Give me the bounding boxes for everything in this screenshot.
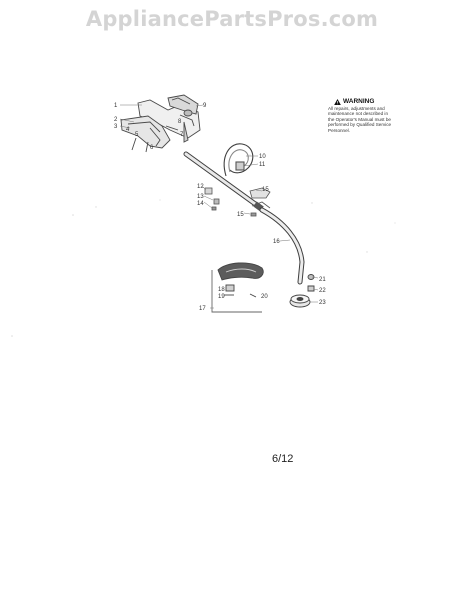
callout-18: 18 [218, 287, 225, 293]
engine-handle-assembly [120, 94, 201, 153]
callout-13: 13 [197, 194, 204, 200]
warning-line: Personnel. [328, 127, 350, 133]
callout-11: 11 [259, 162, 266, 168]
callout-22: 22 [319, 288, 326, 294]
callout-2: 2 [114, 117, 118, 123]
warning-line: performed by Qualified Service [328, 122, 392, 128]
callout-6: 6 [150, 145, 154, 151]
small-hardware [204, 187, 271, 217]
warning-triangle-icon [334, 98, 341, 105]
callout-15a: 15 [262, 187, 269, 193]
callout-7: 7 [180, 132, 184, 138]
callout-9: 9 [203, 103, 207, 109]
callout-17: 17 [199, 306, 206, 312]
lower-curved-shaft [259, 207, 305, 285]
trimmer-head [289, 274, 315, 308]
warning-body: All repairs, adjustments and maintenance… [328, 106, 392, 133]
callout-1: 1 [114, 103, 118, 109]
callout-20: 20 [261, 294, 268, 300]
callout-19: 19 [218, 294, 225, 300]
callout-12: 12 [197, 184, 204, 190]
warning-line: maintenance not described in [328, 111, 389, 117]
callout-14: 14 [197, 201, 204, 207]
warning-line: All repairs, adjustments and [328, 106, 385, 111]
guard-assembly [211, 262, 264, 313]
callout-labels: 1 9 2 3 4 5 6 7 8 10 11 12 13 14 15 15 1… [114, 103, 326, 312]
callout-8: 8 [178, 119, 182, 125]
callout-16: 16 [273, 239, 280, 245]
scan-specks [11, 154, 396, 337]
warning-notice: WARNING All repairs, adjustments and mai… [328, 98, 392, 133]
callout-5: 5 [135, 132, 139, 138]
callout-21: 21 [319, 277, 326, 283]
watermark-text: AppliancePartsPros.com [85, 7, 379, 31]
warning-title-text: WARNING [343, 98, 375, 105]
page-number: 6/12 [272, 453, 294, 465]
callout-3: 3 [114, 124, 118, 130]
warning-heading: WARNING [328, 98, 390, 105]
callout-23: 23 [319, 300, 326, 306]
callout-15b: 15 [237, 212, 244, 218]
callout-10: 10 [259, 154, 266, 160]
callout-4: 4 [126, 127, 130, 133]
warning-line: the Operator's Manual must be [328, 116, 391, 122]
leader-lines [119, 104, 319, 309]
j-handle [223, 143, 254, 177]
